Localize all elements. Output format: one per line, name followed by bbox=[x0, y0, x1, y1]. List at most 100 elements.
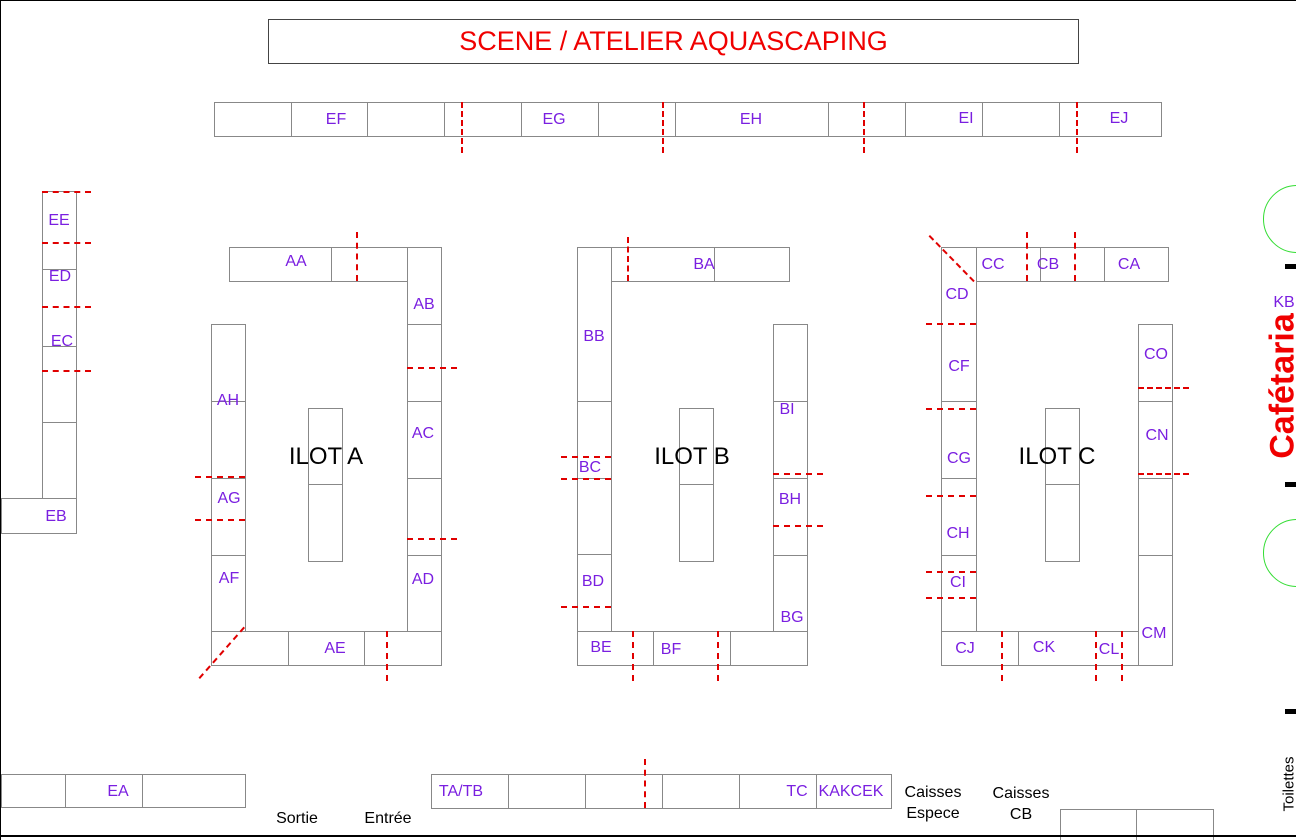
stand-cell bbox=[364, 631, 442, 666]
island-b-label: ILOT B bbox=[654, 443, 730, 470]
stand-cell bbox=[42, 422, 77, 499]
boundary-divider bbox=[1026, 232, 1028, 281]
stand-cell bbox=[982, 102, 1060, 137]
stand-cell bbox=[773, 478, 808, 556]
door-lower bbox=[1263, 519, 1296, 587]
exit-label: Sortie bbox=[276, 810, 318, 827]
cash-register-cash-sub: Espece bbox=[906, 805, 960, 822]
stand-cc[interactable]: CC bbox=[981, 256, 1005, 273]
boundary-divider bbox=[627, 237, 629, 281]
stand-cj[interactable]: CJ bbox=[955, 640, 975, 657]
stand-eh[interactable]: EH bbox=[739, 111, 763, 128]
stage-title: SCENE / ATELIER AQUASCAPING bbox=[268, 19, 1079, 64]
stand-cell bbox=[1, 774, 66, 808]
stand-bf[interactable]: BF bbox=[660, 641, 682, 658]
stand-bh[interactable]: BH bbox=[778, 491, 802, 508]
stand-cl[interactable]: CL bbox=[1098, 641, 1120, 658]
stand-cell bbox=[1104, 247, 1169, 282]
stand-cell bbox=[577, 554, 612, 632]
stand-cell bbox=[211, 401, 246, 479]
boundary-divider bbox=[926, 408, 976, 410]
stand-ee[interactable]: EE bbox=[48, 212, 70, 229]
boundary-divider bbox=[195, 476, 245, 478]
stand-ed[interactable]: ED bbox=[48, 268, 72, 285]
stand-cell bbox=[714, 247, 790, 282]
stand-ah[interactable]: AH bbox=[216, 392, 240, 409]
stand-cell bbox=[598, 102, 676, 137]
boundary-divider bbox=[1001, 631, 1003, 681]
stand-af[interactable]: AF bbox=[218, 570, 240, 587]
stand-aa[interactable]: AA bbox=[285, 253, 307, 270]
stand-cell bbox=[42, 346, 77, 423]
cash-register-card-sub: CB bbox=[1009, 806, 1033, 823]
boundary-divider bbox=[561, 456, 611, 458]
door-upper bbox=[1263, 185, 1296, 253]
stand-eb[interactable]: EB bbox=[45, 508, 67, 525]
stand-ka-kc-ek[interactable]: KAKCEK bbox=[818, 783, 884, 800]
stand-cell bbox=[1045, 484, 1080, 562]
stand-cb[interactable]: CB bbox=[1036, 256, 1060, 273]
boundary-divider bbox=[926, 571, 976, 573]
toilets-label: Toilettes bbox=[1280, 756, 1296, 812]
stand-cn[interactable]: CN bbox=[1145, 427, 1169, 444]
stand-ba[interactable]: BA bbox=[693, 256, 715, 273]
wall-mark bbox=[1285, 264, 1296, 269]
stand-cell bbox=[828, 102, 906, 137]
boundary-divider bbox=[717, 631, 719, 681]
stand-cell bbox=[1059, 102, 1162, 137]
stand-cell bbox=[1018, 631, 1139, 666]
stand-bg[interactable]: BG bbox=[780, 609, 804, 626]
stand-bi[interactable]: BI bbox=[779, 401, 795, 418]
stand-ag[interactable]: AG bbox=[217, 490, 241, 507]
stand-bc[interactable]: BC bbox=[578, 459, 602, 476]
stand-ck[interactable]: CK bbox=[1032, 639, 1056, 656]
stand-eg[interactable]: EG bbox=[542, 111, 566, 128]
stand-cell bbox=[407, 324, 442, 402]
stand-ca[interactable]: CA bbox=[1117, 256, 1141, 273]
boundary-divider bbox=[644, 759, 646, 808]
boundary-divider bbox=[926, 495, 976, 497]
stand-ef[interactable]: EF bbox=[325, 111, 347, 128]
stand-ch[interactable]: CH bbox=[946, 525, 970, 542]
stand-bb[interactable]: BB bbox=[583, 328, 605, 345]
stand-cell bbox=[407, 555, 442, 632]
stand-cd[interactable]: CD bbox=[945, 286, 969, 303]
stand-ac[interactable]: AC bbox=[411, 425, 435, 442]
stand-cg[interactable]: CG bbox=[947, 450, 971, 467]
stand-ej[interactable]: EJ bbox=[1109, 110, 1129, 127]
stand-be[interactable]: BE bbox=[590, 639, 612, 656]
stand-ad[interactable]: AD bbox=[411, 571, 435, 588]
boundary-divider bbox=[773, 525, 823, 527]
stand-cell bbox=[941, 555, 977, 632]
stand-ab[interactable]: AB bbox=[413, 296, 435, 313]
stand-cell bbox=[407, 478, 442, 556]
stand-co[interactable]: CO bbox=[1144, 346, 1168, 363]
boundary-divider bbox=[1076, 102, 1078, 153]
stand-cell bbox=[662, 774, 740, 809]
stand-tc[interactable]: TC bbox=[786, 783, 808, 800]
stand-cf[interactable]: CF bbox=[948, 358, 970, 375]
cash-register-cash-label: Caisses bbox=[904, 784, 962, 801]
stand-cell bbox=[331, 247, 408, 282]
boundary-divider bbox=[863, 102, 865, 153]
stand-cell bbox=[577, 247, 612, 402]
stand-cell bbox=[1138, 555, 1173, 666]
stand-kb[interactable]: KB bbox=[1273, 294, 1295, 311]
stand-cell bbox=[308, 484, 343, 562]
stand-ta-tb[interactable]: TA/TB bbox=[438, 783, 484, 800]
stand-ei[interactable]: EI bbox=[958, 110, 974, 127]
stand-cm[interactable]: CM bbox=[1141, 625, 1167, 642]
stand-ec[interactable]: EC bbox=[50, 333, 74, 350]
boundary-divider bbox=[42, 242, 91, 244]
stand-ci[interactable]: CI bbox=[950, 574, 966, 591]
boundary-divider bbox=[42, 370, 91, 372]
boundary-divider bbox=[1138, 473, 1189, 475]
stand-ea[interactable]: EA bbox=[107, 783, 129, 800]
stand-ae[interactable]: AE bbox=[324, 640, 346, 657]
stand-cell bbox=[211, 555, 246, 632]
stand-cell bbox=[142, 774, 246, 808]
boundary-divider bbox=[195, 519, 245, 521]
stand-bd[interactable]: BD bbox=[581, 573, 605, 590]
island-c-label: ILOT C bbox=[1018, 443, 1096, 470]
